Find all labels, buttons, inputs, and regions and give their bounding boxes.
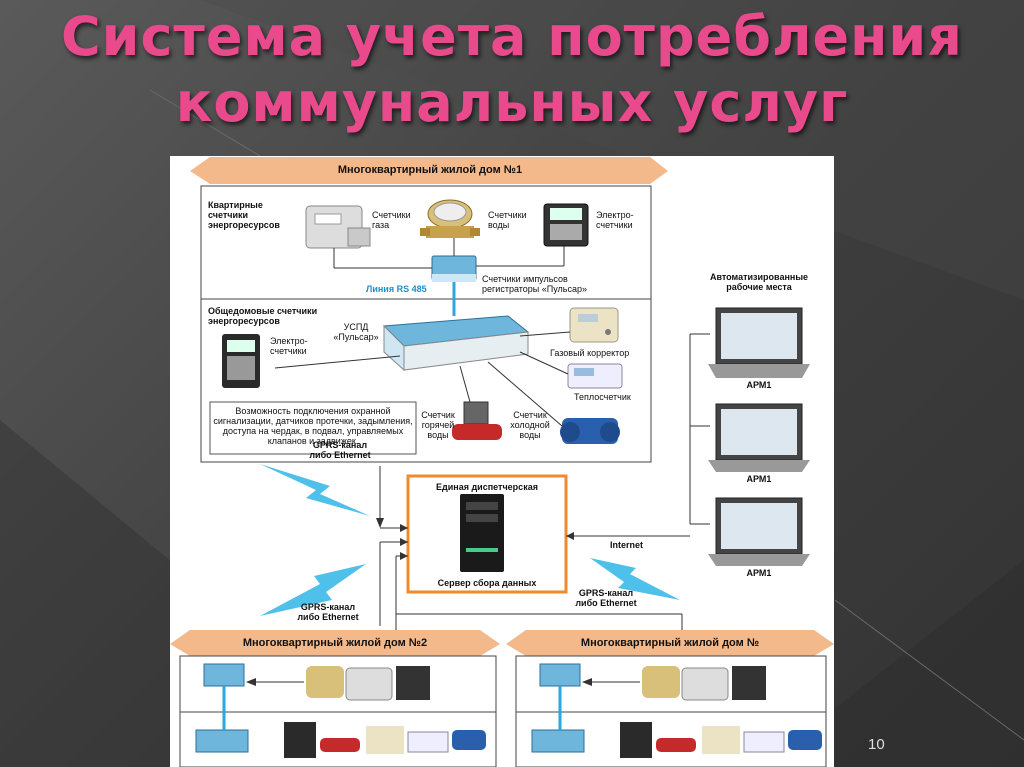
workstations-label: Автоматизированные рабочие места bbox=[709, 272, 809, 292]
electricity-meter-icon bbox=[543, 203, 589, 247]
pulse-register-icon bbox=[431, 255, 477, 282]
water-meter-icon bbox=[420, 199, 480, 238]
gprs-bolt-3 bbox=[590, 558, 680, 600]
common-electricity-meter-icon bbox=[222, 334, 260, 388]
pulse-meters-label: Счетчики импульсов регистраторы «Пульсар… bbox=[482, 274, 587, 294]
laptop-icon-2 bbox=[708, 403, 810, 472]
heat-meter-icon bbox=[567, 363, 623, 389]
slide-title-line1: Система учета потребления bbox=[61, 5, 963, 68]
diagram-graphics bbox=[170, 157, 834, 767]
house3-banner: Многоквартирный жилой дом № bbox=[580, 637, 760, 649]
electro-meters2-label: Электро-счетчики bbox=[270, 336, 308, 356]
cold-water-meter-icon bbox=[560, 418, 620, 444]
gas-meter-icon bbox=[305, 205, 371, 249]
dispatch-label: Единая диспетчерская bbox=[436, 482, 538, 492]
cold-water-label: Счетчик холодной воды bbox=[510, 410, 550, 440]
slide-title: Система учета потребления коммунальных у… bbox=[0, 4, 1024, 136]
apartment-meters-label: Квартирные счетчики энергоресурсов bbox=[208, 200, 280, 230]
common-meters-label: Общедомовые счетчики энергоресурсов bbox=[208, 306, 318, 326]
gprs-label-2: GPRS-канал либо Ethernet bbox=[297, 602, 359, 622]
gas-corrector-label: Газовый корректор bbox=[550, 348, 630, 358]
slide-number: 10 bbox=[868, 736, 885, 753]
metering-system-diagram: Многоквартирный жилой дом №1 Квартирные … bbox=[170, 156, 834, 767]
slide-title-line2: коммунальных услуг bbox=[175, 71, 849, 134]
house1-banner: Многоквартирный жилой дом №1 bbox=[337, 164, 523, 176]
heat-meter-label: Теплосчетчик bbox=[574, 392, 631, 402]
water-meters-label: Счетчики воды bbox=[488, 210, 527, 230]
electro-meters-label: Электро-счетчики bbox=[596, 210, 634, 230]
gas-corrector-icon bbox=[569, 307, 619, 343]
hot-water-meter-icon bbox=[452, 401, 502, 440]
gprs-label-1: GPRS-канал либо Ethernet bbox=[309, 440, 371, 460]
gprs-bolt-1 bbox=[260, 464, 370, 516]
gprs-bolt-2 bbox=[260, 564, 366, 616]
gas-meters-label: Счетчики газа bbox=[372, 210, 411, 230]
arm-label-1: АРМ1 bbox=[746, 380, 772, 390]
server-tower-icon bbox=[460, 494, 504, 572]
server-label: Сервер сбора данных bbox=[437, 578, 537, 588]
arm-label-3: АРМ1 bbox=[746, 568, 772, 578]
house2-devices bbox=[195, 663, 486, 758]
uspd-label: УСПД «Пульсар» bbox=[333, 322, 379, 342]
internet-label: Internet bbox=[610, 540, 644, 550]
hot-water-label: Счетчик горячей воды bbox=[421, 410, 455, 440]
uspd-controller-icon bbox=[382, 315, 530, 372]
arm-label-2: АРМ1 bbox=[746, 474, 772, 484]
house2-banner: Многоквартирный жилой дом №2 bbox=[242, 637, 428, 649]
possibility-note: Возможность подключения охранной сигнали… bbox=[213, 406, 413, 446]
laptop-icon-3 bbox=[708, 497, 810, 566]
gprs-label-3: GPRS-канал либо Ethernet bbox=[575, 588, 637, 608]
laptop-icon-1 bbox=[708, 307, 810, 378]
rs485-label: Линия RS 485 bbox=[366, 284, 427, 294]
house3-devices bbox=[531, 663, 822, 758]
